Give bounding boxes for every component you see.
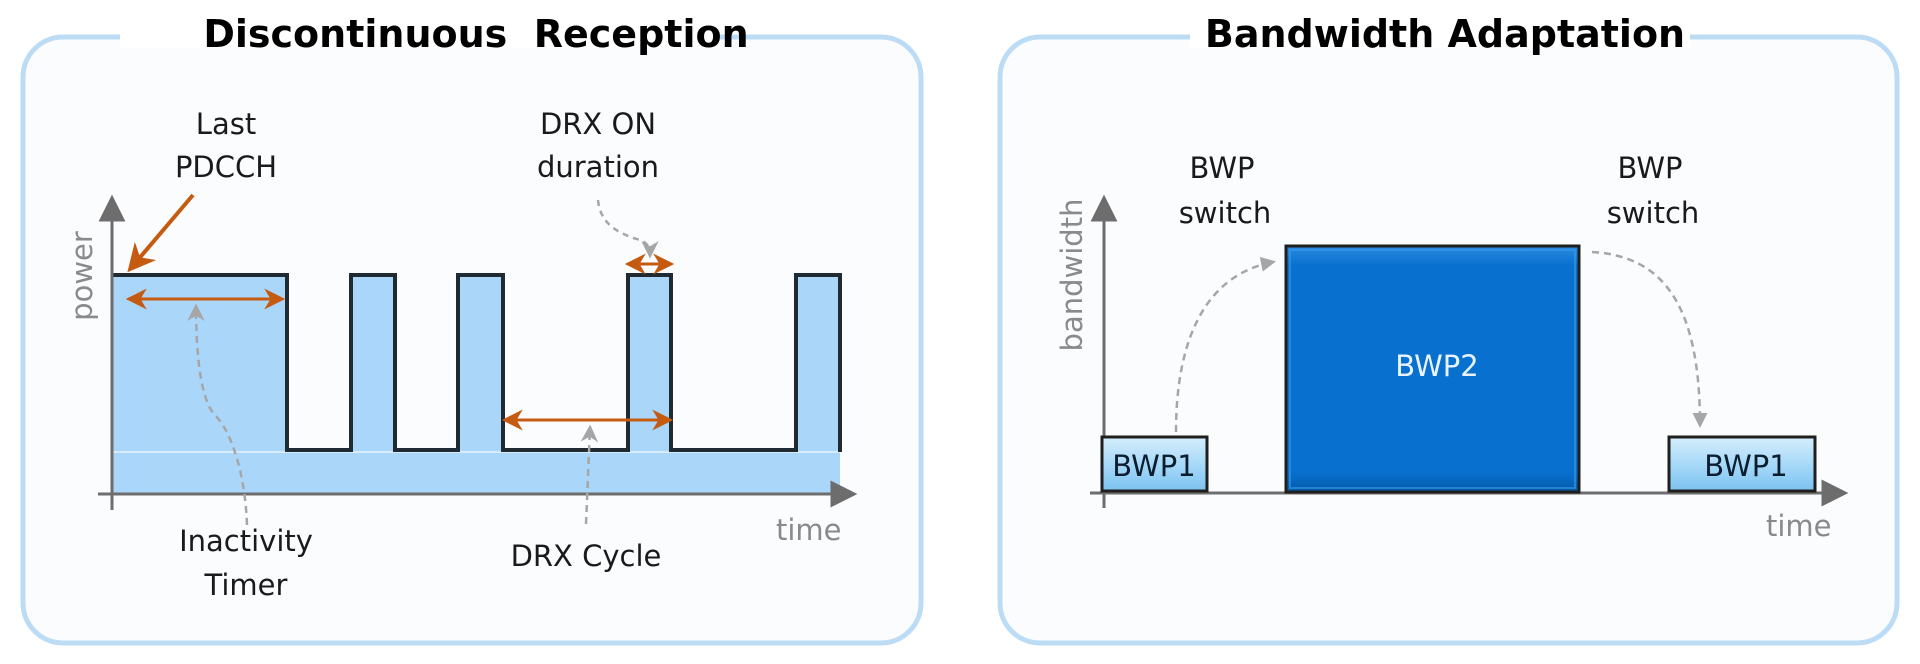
bwp1-left-label: BWP1 [1112,449,1195,483]
inactivity-timer-label-line1: Inactivity [179,524,313,558]
last-pdcch-label-line1: Last [196,107,256,141]
drx-cycle-pointer [580,424,599,525]
power-area [112,275,840,494]
bw-x-axis-label: time [1766,509,1832,543]
bwp2-bevel [1289,249,1576,489]
power-signal-line [112,273,842,452]
drx-x-axis-label: time [776,513,842,547]
bwp-switch-2-arrow [1591,250,1708,428]
bwp1-right-box [1667,435,1817,493]
bwp-switch-2-label-line1: BWP [1617,151,1682,185]
bwp1-right-label: BWP1 [1704,449,1787,483]
drx-on-duration-label-line1: DRX ON [540,107,656,141]
drx-title: Discontinuous Reception [203,12,748,56]
drx-cycle-label: DRX Cycle [511,539,662,573]
bandwidth-title: Bandwidth Adaptation [1205,12,1685,56]
drx-y-axis-label: power [65,231,99,321]
bwp-switch-1-label-line1: BWP [1189,151,1254,185]
bwp-switch-2-label-line2: switch [1607,196,1700,230]
bwp2-box [1284,244,1581,494]
bwp2-label: BWP2 [1395,349,1478,383]
bwp1-left-box [1100,435,1209,493]
drx-title-background [120,24,720,48]
bwp-switch-1-label-line2: switch [1179,196,1272,230]
drx-panel: Discontinuous Reception power time Last … [20,12,924,646]
drx-on-duration-pointer [596,199,659,259]
bw-y-axis-label: bandwidth [1055,199,1089,352]
bandwidth-panel: Bandwidth Adaptation bandwidth time BWP1… [997,12,1900,646]
bandwidth-title-background [1190,24,1690,48]
last-pdcch-label-line2: PDCCH [175,150,277,184]
inactivity-timer-label-line2: Timer [204,568,288,602]
last-pdcch-arrow [127,193,195,273]
drx-on-duration-label-line2: duration [537,150,659,184]
